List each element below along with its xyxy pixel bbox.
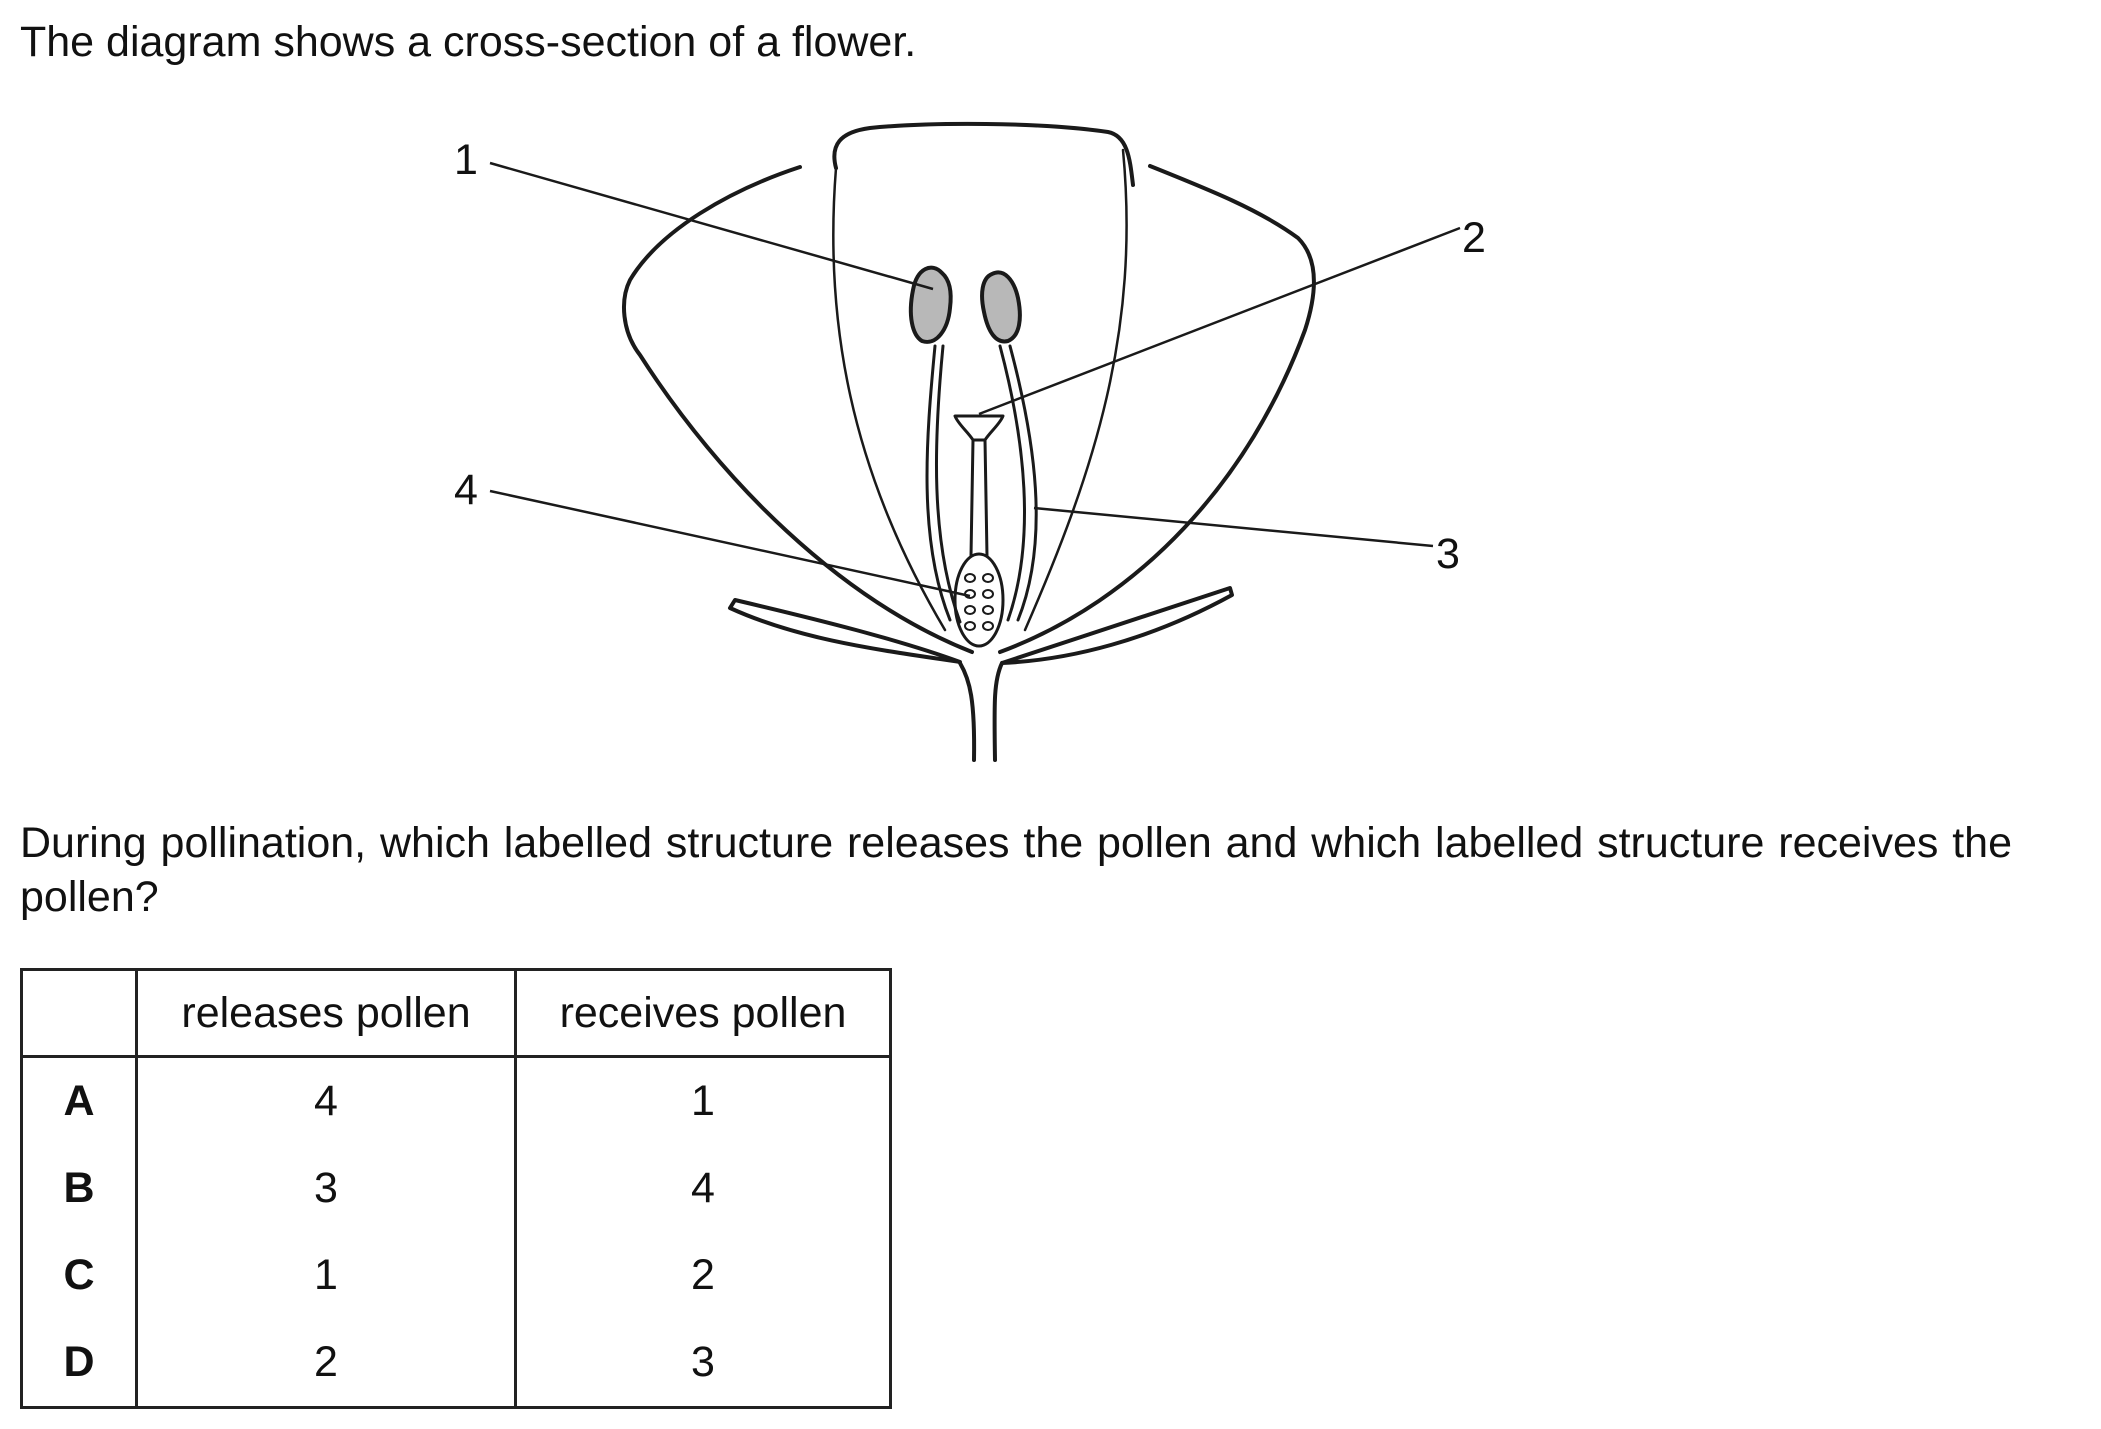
leader-line-2 <box>978 226 1461 416</box>
sepal-right <box>1000 586 1234 665</box>
table-row: C 1 2 <box>20 1232 892 1319</box>
releases-value: 2 <box>135 1319 517 1409</box>
leader-line-4 <box>489 489 971 598</box>
answer-table: releases pollen receives pollen A 4 1 B … <box>20 968 892 1409</box>
table-row: A 4 1 <box>20 1056 892 1145</box>
leader-line-3 <box>1033 506 1434 548</box>
table-row: B 3 4 <box>20 1145 892 1232</box>
releases-value: 4 <box>135 1056 517 1145</box>
option-label: D <box>20 1319 138 1409</box>
option-label: C <box>20 1232 138 1319</box>
header-releases-pollen: releases pollen <box>135 968 517 1058</box>
filament-right-inner <box>998 344 1026 622</box>
leader-line-1 <box>489 161 934 291</box>
option-label: B <box>20 1145 138 1232</box>
petal-center-right-edge <box>1023 148 1128 632</box>
ovules <box>964 573 994 631</box>
header-option <box>20 968 138 1058</box>
flower-cross-section-diagram: 1 2 3 4 <box>454 121 1486 762</box>
anther-left <box>908 265 953 344</box>
label-1: 1 <box>454 136 478 184</box>
petal-left <box>622 165 974 654</box>
filament-left-inner <box>934 344 962 624</box>
label-4: 4 <box>454 466 478 514</box>
option-label: A <box>20 1056 138 1145</box>
style <box>969 438 989 558</box>
filament-right <box>1008 344 1038 622</box>
stalk-left <box>958 661 977 762</box>
receives-value: 4 <box>514 1145 892 1232</box>
question-text: During pollination, which labelled struc… <box>20 819 2012 921</box>
table-row: D 2 3 <box>20 1319 892 1409</box>
label-2: 2 <box>1462 214 1486 262</box>
receives-value: 3 <box>514 1319 892 1409</box>
receives-value: 1 <box>514 1056 892 1145</box>
releases-value: 1 <box>135 1232 517 1319</box>
table-header-row: releases pollen receives pollen <box>20 968 892 1058</box>
petal-center <box>832 121 1135 187</box>
stigma <box>953 414 1005 442</box>
label-3: 3 <box>1436 530 1460 578</box>
intro-text: The diagram shows a cross-section of a f… <box>20 18 917 66</box>
petal-right <box>998 164 1317 654</box>
header-receives-pollen: receives pollen <box>514 968 892 1058</box>
petal-center-left-edge <box>832 166 947 632</box>
ovary <box>953 552 1005 648</box>
anther-right <box>980 270 1022 344</box>
receives-value: 2 <box>514 1232 892 1319</box>
releases-value: 3 <box>135 1145 517 1232</box>
stalk-right <box>992 661 1004 762</box>
